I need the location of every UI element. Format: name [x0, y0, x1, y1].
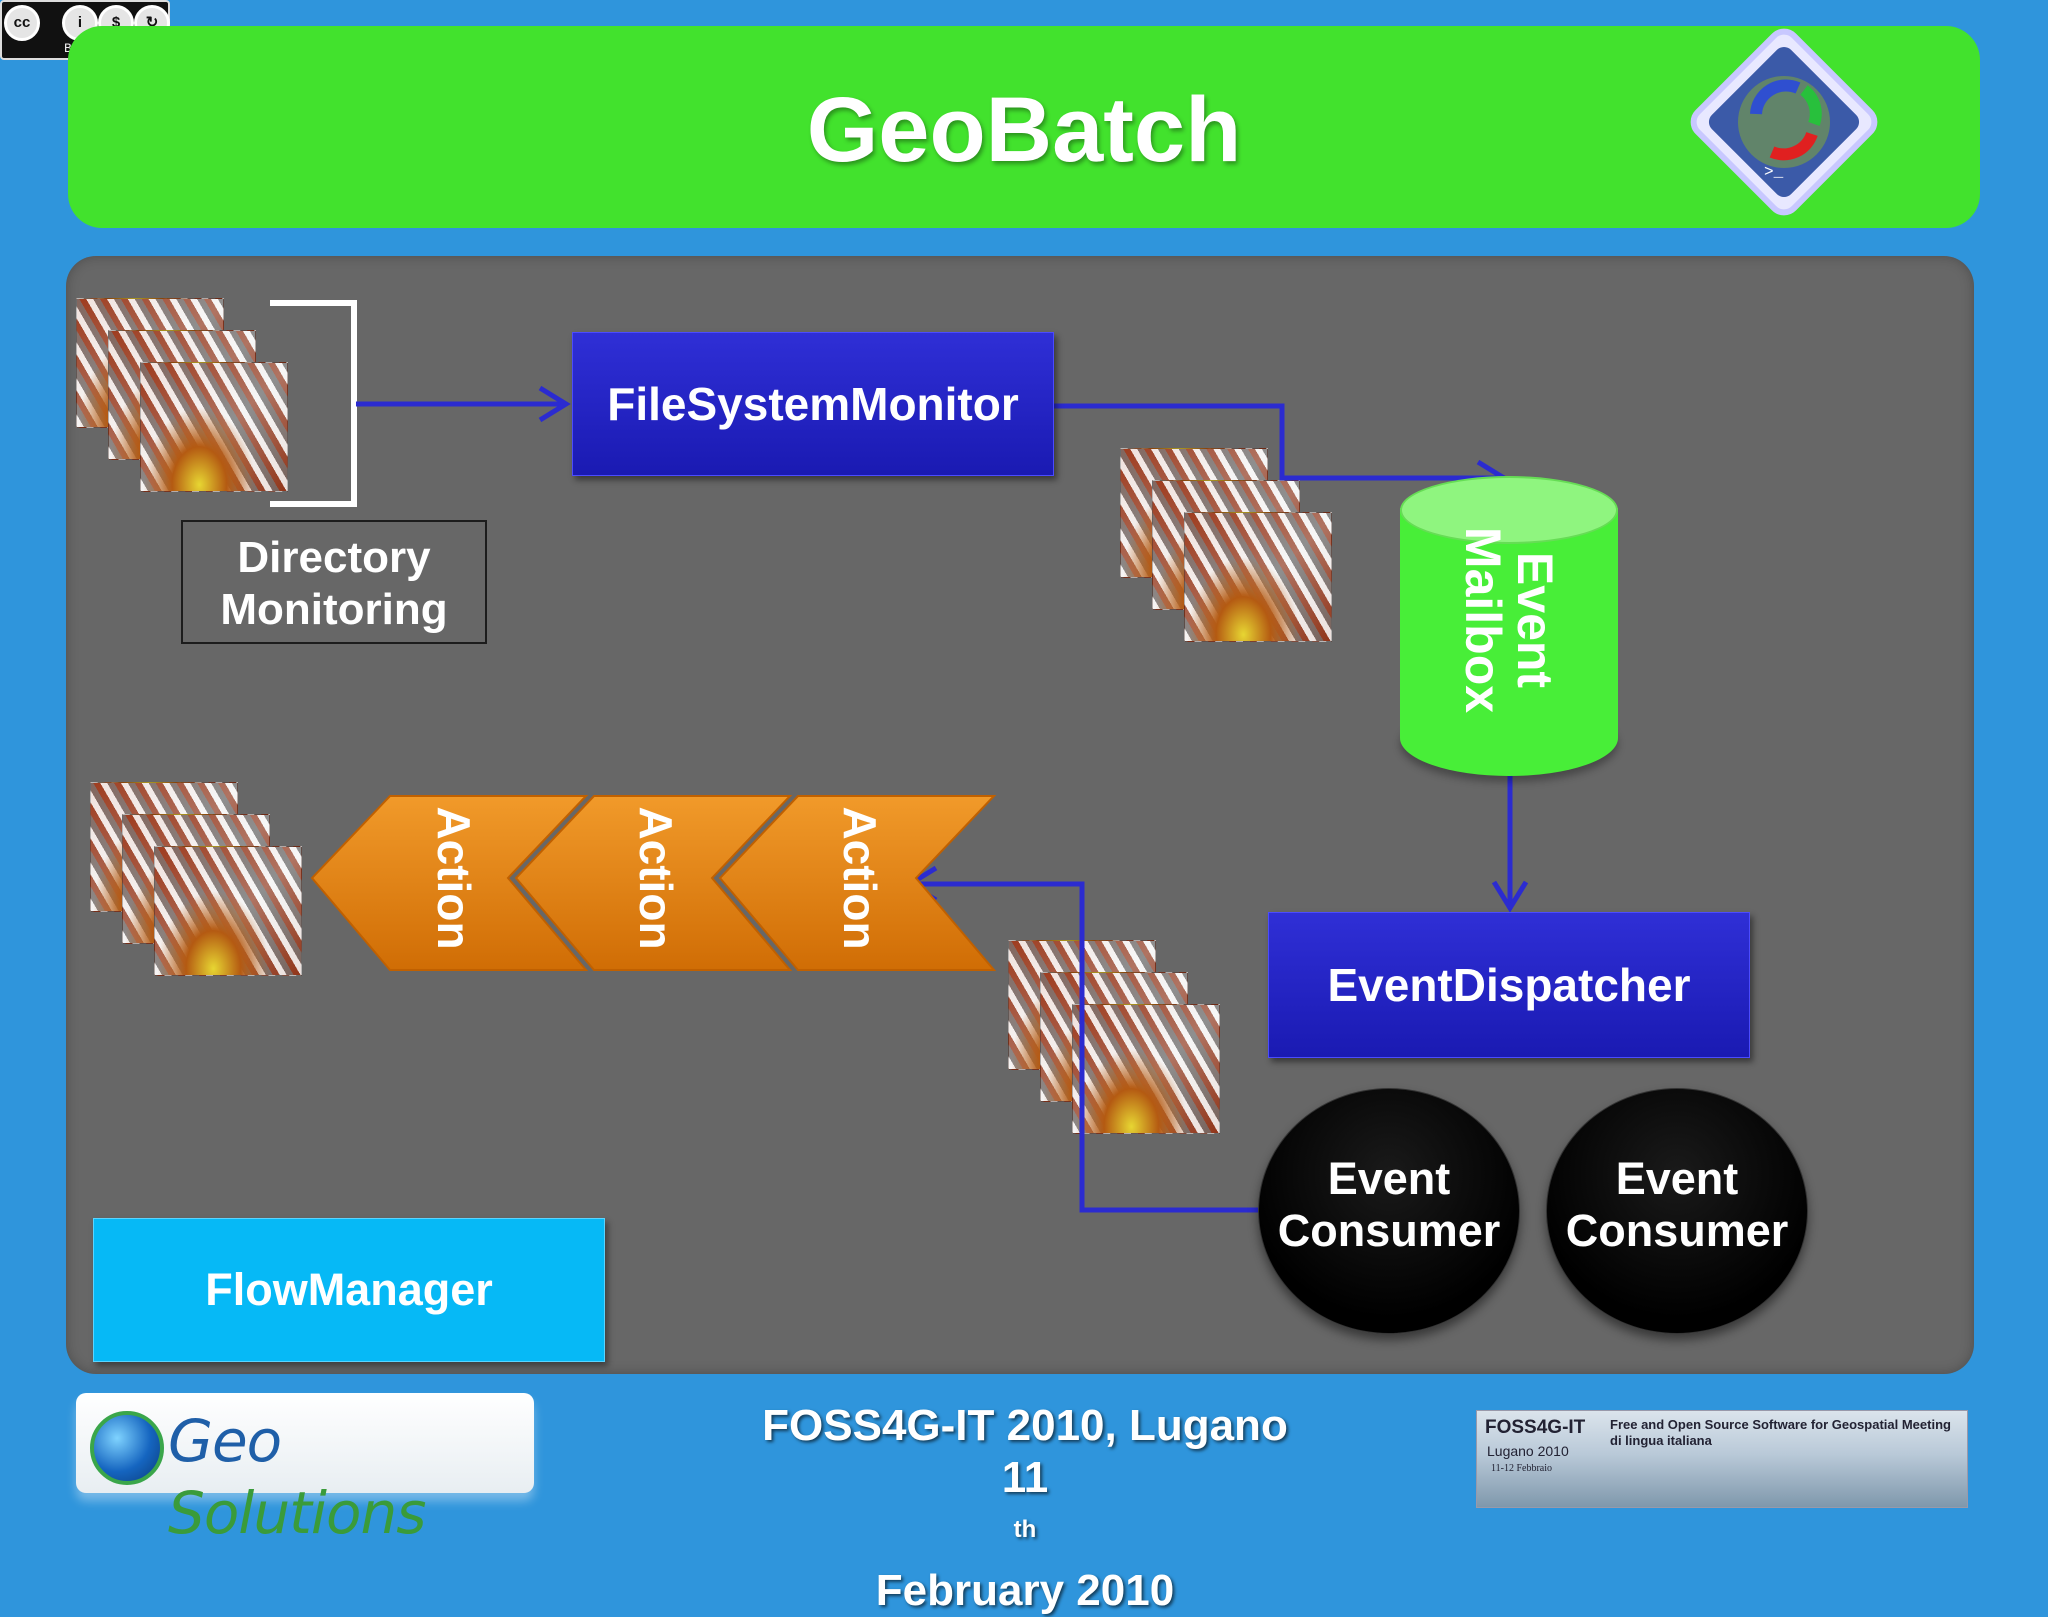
globe-icon — [90, 1411, 164, 1485]
svg-text:>_: >_ — [1764, 163, 1784, 181]
event-consumer-line: Event — [1615, 1153, 1739, 1204]
geosolutions-wordmark: Geo Solutions — [168, 1405, 534, 1549]
event-mailbox-cylinder — [1400, 508, 1618, 738]
event-consumer: Event Consumer — [1546, 1088, 1808, 1334]
conference-day-suffix: th — [1013, 1516, 1037, 1543]
event-mailbox-line: Mailbox — [1455, 526, 1511, 714]
action-label: Action — [630, 806, 682, 950]
event-mailbox-line: Event — [1507, 551, 1563, 689]
action-label: Action — [834, 806, 886, 950]
geosolutions-geo: Geo — [168, 1407, 282, 1475]
geobatch-cycle-icon: >_ — [1690, 28, 1878, 216]
conference-info: FOSS4G-IT 2010, Lugano 11 th February 201… — [700, 1400, 1350, 1617]
conference-month-year: February 2010 — [875, 1565, 1175, 1615]
directory-bracket — [270, 300, 357, 507]
conference-day: 11 — [1001, 1453, 1049, 1502]
conference-name: FOSS4G-IT 2010, Lugano — [762, 1401, 1288, 1450]
foss4g-logo-tagline: Free and Open Source Software for Geospa… — [1610, 1417, 1951, 1448]
filesystem-monitor-box: FileSystemMonitor — [572, 332, 1054, 476]
page-title: GeoBatch — [806, 79, 1242, 181]
title-banner — [68, 26, 1980, 228]
event-consumer-line: Consumer — [1277, 1205, 1501, 1256]
geosolutions-logo: Geo Solutions — [76, 1393, 534, 1547]
directory-monitoring-line: Monitoring — [220, 585, 448, 634]
event-dispatcher-box: EventDispatcher — [1268, 912, 1750, 1058]
arrow-consumer-to-actions — [910, 881, 1258, 1213]
action-chevron — [514, 795, 793, 971]
action-chevron — [718, 795, 997, 971]
foss4g-logo-place: Lugano 2010 — [1487, 1443, 1569, 1459]
event-mailbox-cylinder-top — [1400, 476, 1618, 544]
event-consumer: Event Consumer — [1258, 1088, 1520, 1334]
directory-monitoring-line: Directory — [237, 533, 431, 582]
diagram-connectors — [270, 300, 1529, 1213]
raster-image-stack — [76, 298, 288, 494]
geosolutions-solutions: Solutions — [168, 1479, 426, 1547]
cc-license-badge: cc i $ ↻ BY NC SA — [0, 0, 170, 60]
directory-monitoring-label: Directory Monitoring — [181, 520, 487, 644]
conference-date: 11 th February 2010 — [700, 1452, 1350, 1617]
foss4g-it-logo: FOSS4G-IT Lugano 2010 11-12 Febbraio Fre… — [1476, 1410, 1968, 1508]
foss4g-logo-name: FOSS4G-IT — [1485, 1417, 1586, 1438]
arrow-monitor-to-mailbox — [1054, 403, 1504, 481]
event-consumer-line: Event — [1327, 1153, 1451, 1204]
flow-manager-box: FlowManager — [93, 1218, 605, 1362]
raster-image-stack — [1120, 448, 1332, 644]
foss4g-logo-dates: 11-12 Febbraio — [1491, 1463, 1553, 1474]
event-consumer-line: Consumer — [1565, 1205, 1789, 1256]
action-chevron — [310, 795, 589, 971]
raster-image-stack — [1008, 940, 1220, 1136]
raster-image-stack — [90, 782, 302, 978]
action-label: Action — [428, 806, 480, 950]
cc-icon: cc — [4, 5, 40, 41]
